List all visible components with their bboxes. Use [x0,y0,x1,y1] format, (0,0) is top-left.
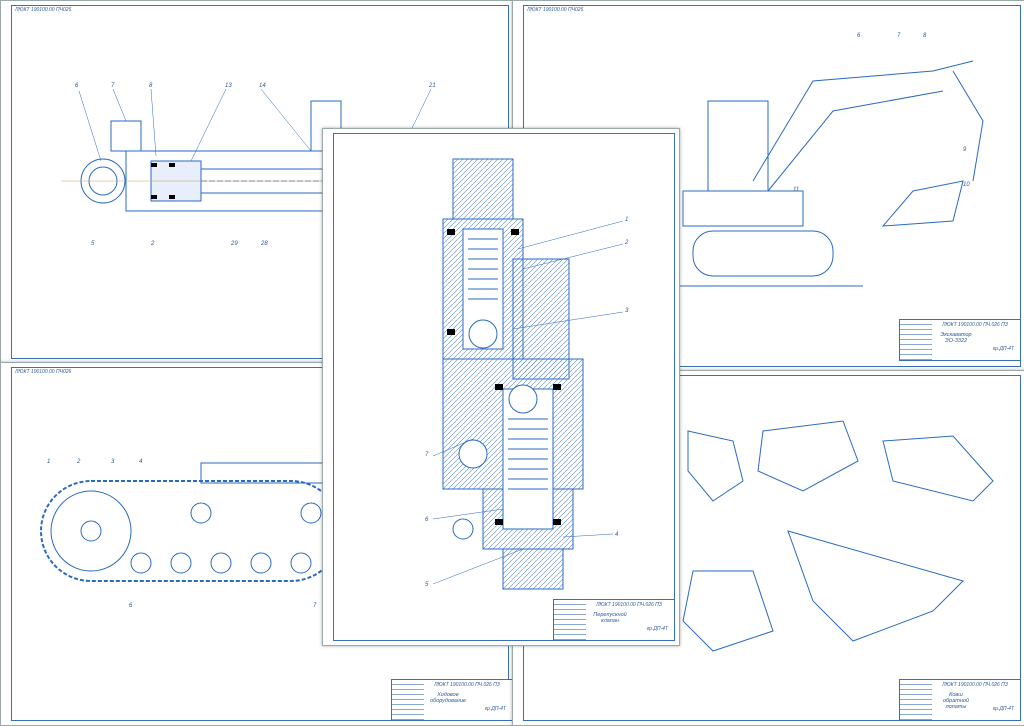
sheet-bypass-valve: 1 2 3 7 6 5 4 ЛЮКТ 190100.00 ПЧ.026 ПЗ Перепус… [322,128,680,646]
sheet-title: Ковш обратной лопаты [943,692,969,710]
svg-text:7: 7 [111,83,115,89]
svg-text:13: 13 [225,83,232,89]
svg-text:2: 2 [624,240,629,246]
group-code: гр.ДП-4Т [992,346,1014,352]
svg-text:1: 1 [47,459,50,465]
svg-text:7: 7 [313,603,317,609]
corner-stamp: ЛЮКТ 190100.00 ПЧ026 [527,7,584,13]
cylinder-drawing: 6 7 8 13 14 21 5 2 29 28 [61,83,436,247]
document-code: ЛЮКТ 190100.00 ПЧ.026 ПЗ [434,682,500,688]
sheet-title: Перепускной клапан [593,612,627,624]
document-code: ЛЮКТ 190100.00 ПЧ.026 ПЗ [942,322,1008,328]
svg-text:5: 5 [91,241,95,247]
sheet-title: Экскаватор ЭО-3322 [940,332,972,344]
svg-text:7: 7 [897,33,901,39]
valve-drawing: 1 2 3 7 6 5 4 [425,158,629,590]
svg-text:14: 14 [259,83,266,89]
corner-stamp: ЛЮКТ 190100.00 ПЧ026 [15,7,72,13]
svg-text:9: 9 [963,147,967,153]
svg-text:6: 6 [857,33,861,39]
group-code: гр.ДП-4Т [484,706,506,712]
svg-text:2: 2 [76,459,81,465]
group-code: гр.ДП-4Т [992,706,1014,712]
svg-text:3: 3 [111,459,115,465]
svg-text:11: 11 [793,187,799,193]
svg-text:8: 8 [923,33,927,39]
svg-text:8: 8 [149,83,153,89]
svg-text:6: 6 [425,517,429,523]
svg-text:3: 3 [625,308,629,314]
drawing-frame [333,133,675,641]
svg-text:2: 2 [150,241,155,247]
group-code: гр.ДП-4Т [646,626,668,632]
svg-text:7: 7 [425,452,429,458]
title-block: ЛЮКТ 190100.00 ПЧ.026 ПЗ Ковш обратной л… [899,679,1021,721]
svg-text:6: 6 [129,603,133,609]
svg-text:4: 4 [139,459,143,465]
svg-text:21: 21 [428,83,436,89]
title-block: ЛЮКТ 190100.00 ПЧ.026 ПЗ Перепускной кла… [553,599,675,641]
buckets-drawing [682,420,994,652]
title-block: ЛЮКТ 190100.00 ПЧ.026 ПЗ Экскаватор ЭО-3… [899,319,1021,361]
corner-stamp: ЛЮКТ 190100.00 ПЧ026 [15,369,72,375]
document-code: ЛЮКТ 190100.00 ПЧ.026 ПЗ [942,682,1008,688]
svg-text:6: 6 [75,83,79,89]
excavator-drawing: 6 7 8 9 10 11 [673,33,984,287]
document-code: ЛЮКТ 190100.00 ПЧ.026 ПЗ [596,602,662,608]
sheet-title: Ходовое оборудование [430,692,466,704]
svg-text:28: 28 [260,241,268,247]
title-block: ЛЮКТ 190100.00 ПЧ.026 ПЗ Ходовое оборудо… [391,679,513,721]
svg-text:10: 10 [963,182,970,188]
svg-text:29: 29 [230,241,238,247]
svg-text:4: 4 [615,532,619,538]
svg-text:5: 5 [425,582,429,588]
svg-text:1: 1 [625,217,628,223]
